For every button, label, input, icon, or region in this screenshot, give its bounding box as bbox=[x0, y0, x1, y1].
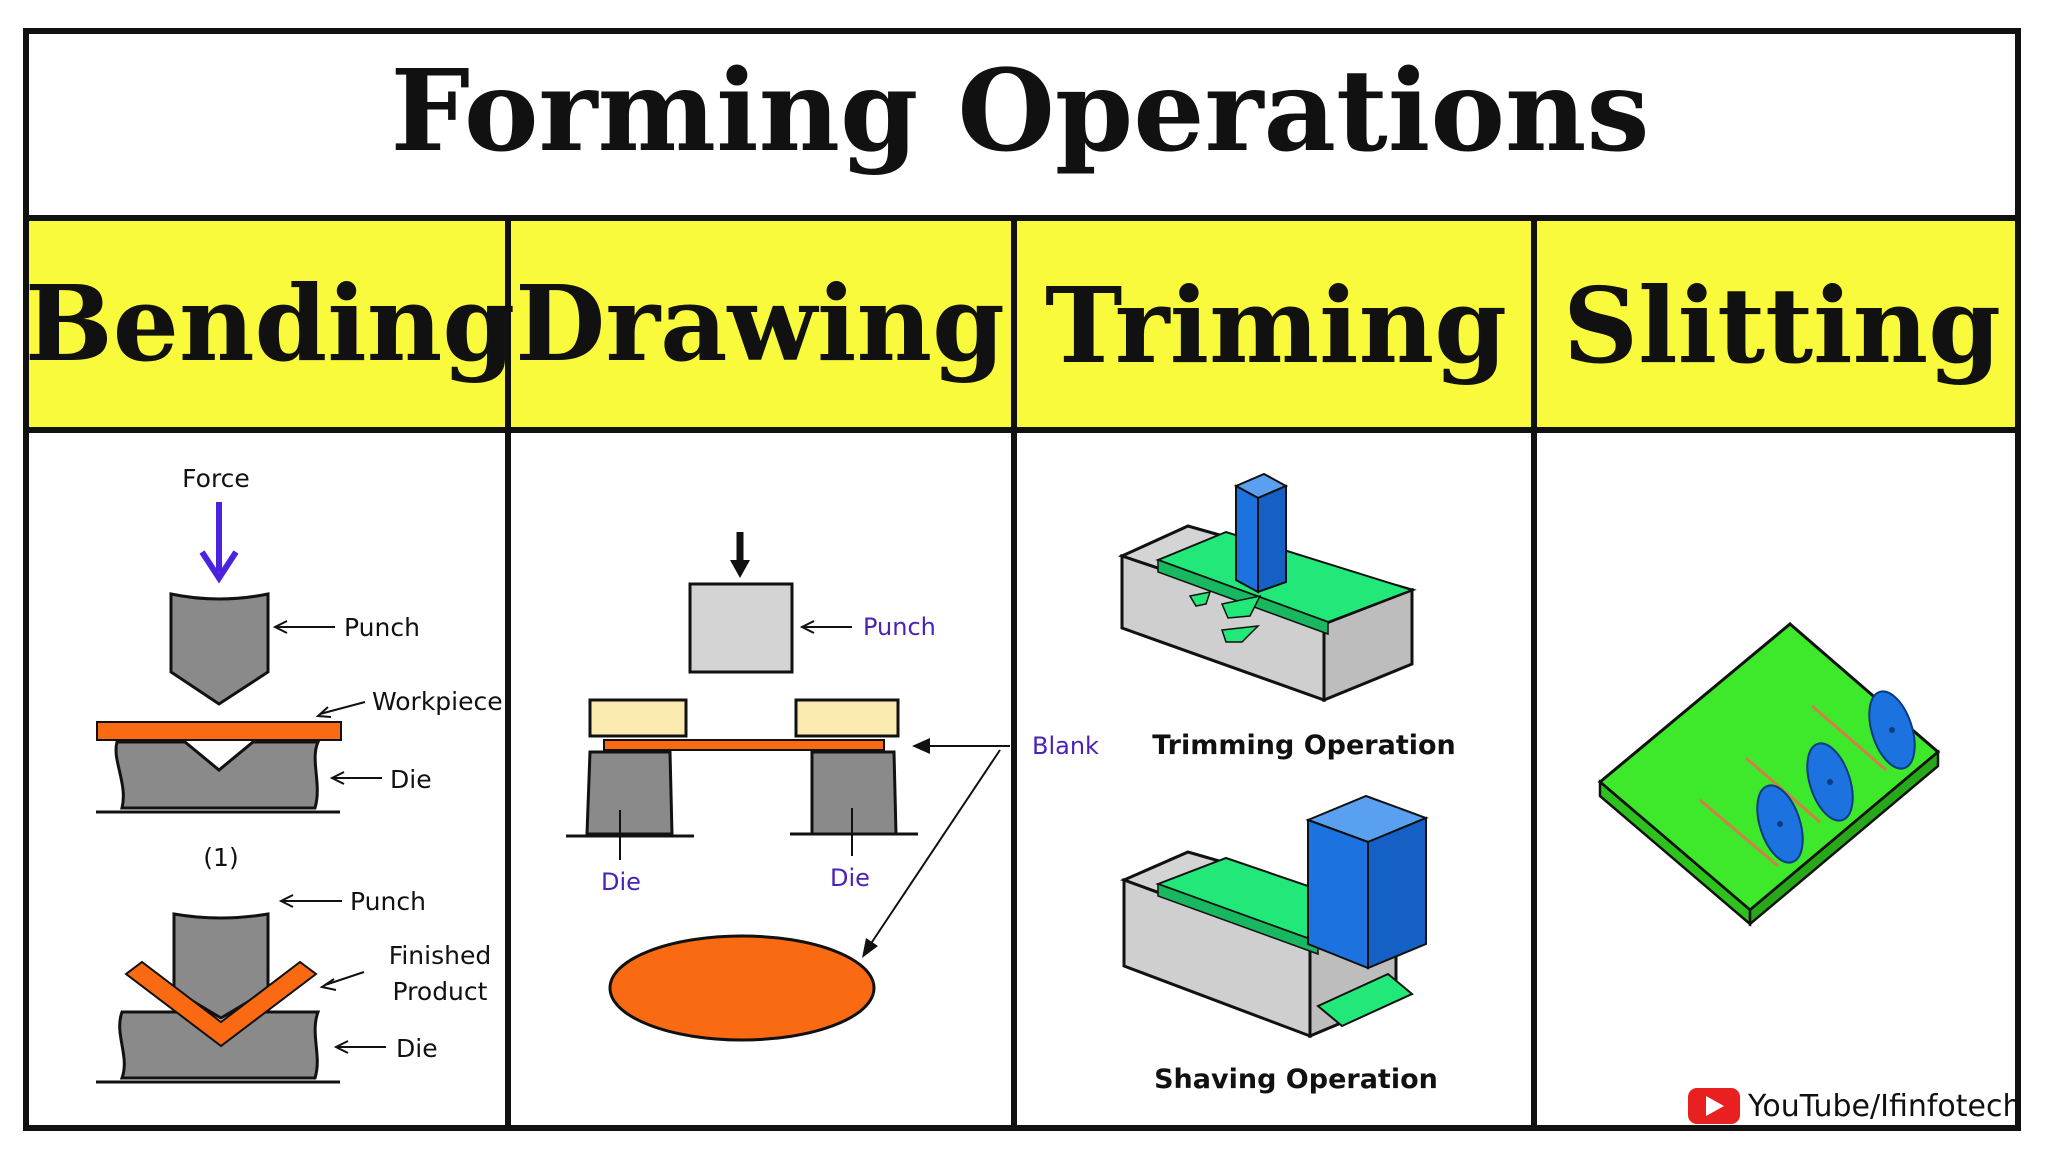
drawing-die-right bbox=[810, 750, 898, 836]
die-1-label: Die bbox=[390, 765, 432, 794]
punch-1-label: Punch bbox=[344, 613, 420, 642]
drawing-die-left bbox=[585, 750, 674, 836]
page-title: Forming Operations bbox=[390, 46, 1649, 177]
outer-frame bbox=[23, 28, 2021, 1131]
drawing-punch bbox=[688, 582, 794, 674]
force-arrow-icon bbox=[199, 502, 239, 584]
bending-diagram: Force Punch Workpiece Die (1) Punch bbox=[96, 464, 503, 1084]
header-row bbox=[29, 218, 2015, 430]
die-2-label: Die bbox=[396, 1034, 438, 1063]
blank-sheet bbox=[603, 739, 885, 751]
finished-product bbox=[124, 960, 318, 1048]
finished-label-line2: Product bbox=[393, 977, 488, 1006]
force-label: Force bbox=[182, 464, 250, 493]
slitting-blade-1 bbox=[1756, 784, 1804, 864]
punch-1 bbox=[169, 592, 270, 706]
punch-2-label: Punch bbox=[350, 887, 426, 916]
heading-slitting: Slitting bbox=[1563, 264, 2001, 387]
heading-bending: Bending bbox=[25, 262, 515, 385]
workpiece-label: Workpiece bbox=[372, 687, 503, 716]
drawing-diagram: Punch Die Die Blank bbox=[566, 532, 1099, 1042]
down-arrow-icon bbox=[730, 532, 750, 578]
blank-label: Blank bbox=[1032, 732, 1099, 760]
slitting-blade-2 bbox=[1806, 742, 1854, 822]
trimming-diagram: Trimming Operation Shaving Operation bbox=[1117, 472, 1456, 1095]
slitting-diagram bbox=[1597, 622, 1941, 927]
heading-triming: Triming bbox=[1045, 264, 1507, 387]
drawing-punch-label: Punch bbox=[863, 613, 936, 641]
trimming-caption: Trimming Operation bbox=[1152, 730, 1456, 761]
finished-label-line1: Finished bbox=[389, 941, 491, 970]
watermark[interactable]: YouTube/Ifinfotech bbox=[1688, 1088, 2022, 1124]
watermark-text: YouTube/Ifinfotech bbox=[1747, 1089, 2022, 1124]
die-1 bbox=[114, 740, 321, 810]
drawing-die-left-label: Die bbox=[601, 868, 641, 896]
youtube-play-icon bbox=[1688, 1088, 1740, 1124]
blank-holder-left bbox=[588, 698, 688, 738]
blank-holder-right bbox=[794, 698, 900, 738]
drawing-die-right-label: Die bbox=[830, 864, 870, 892]
shaving-caption: Shaving Operation bbox=[1154, 1064, 1438, 1095]
blank-disc bbox=[608, 934, 876, 1042]
step-label: (1) bbox=[203, 843, 238, 872]
workpiece-strip bbox=[96, 721, 342, 741]
heading-drawing: Drawing bbox=[515, 262, 1005, 385]
slitting-blade-3 bbox=[1868, 690, 1916, 770]
